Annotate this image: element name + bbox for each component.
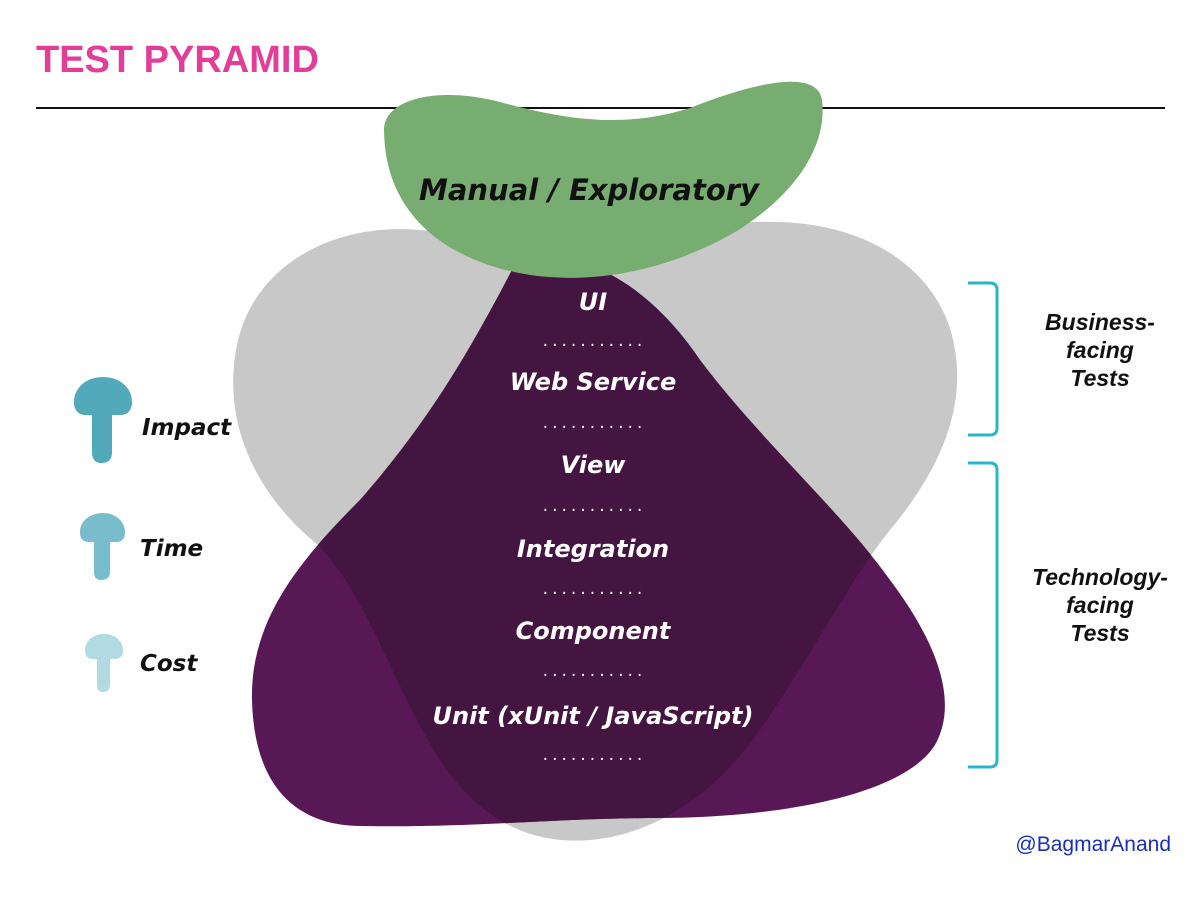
arrow-up-icon [85, 634, 123, 692]
time-label: Time [140, 536, 203, 562]
cost-label: Cost [140, 651, 198, 677]
layer-separator: ........... [541, 664, 645, 680]
technology-facing-bracket [968, 461, 999, 769]
impact-label: Impact [142, 415, 232, 441]
layer-separator: ........... [541, 334, 645, 350]
technology-facing-line-3: Tests [1070, 620, 1129, 646]
technology-facing-line-2: facing [1066, 592, 1134, 618]
business-facing-line-1: Business- [1045, 309, 1155, 335]
impact-legend: Impact [74, 377, 232, 463]
layer-ui-label: UI [579, 288, 607, 316]
cost-legend: Cost [85, 634, 198, 692]
business-facing-label: Business- facing Tests [1045, 309, 1155, 391]
arrow-up-icon [74, 377, 132, 463]
layer-separator: ........... [541, 499, 645, 515]
layer-view-label: View [561, 451, 627, 479]
author-credit: @BagmarAnand [1015, 833, 1171, 856]
layer-separator: ........... [541, 582, 645, 598]
manual-exploratory-label: Manual / Exploratory [419, 173, 760, 207]
business-facing-bracket [968, 281, 999, 437]
layer-separator: ........... [541, 748, 645, 764]
layer-web-service-label: Web Service [510, 368, 677, 396]
layer-separator: ........... [541, 416, 645, 432]
page-title: TEST PYRAMID [36, 39, 319, 81]
layer-unit-label: Unit (xUnit / JavaScript) [433, 702, 754, 730]
manual-blob [384, 81, 823, 278]
business-facing-line-2: facing [1066, 337, 1134, 363]
arrow-up-icon [80, 513, 125, 580]
business-facing-line-3: Tests [1070, 365, 1129, 391]
layer-component-label: Component [516, 617, 672, 645]
overlap-region [251, 262, 945, 827]
layer-integration-label: Integration [517, 535, 669, 563]
technology-facing-line-1: Technology- [1032, 564, 1168, 590]
time-legend: Time [80, 513, 203, 580]
technology-facing-label: Technology- facing Tests [1032, 564, 1168, 646]
